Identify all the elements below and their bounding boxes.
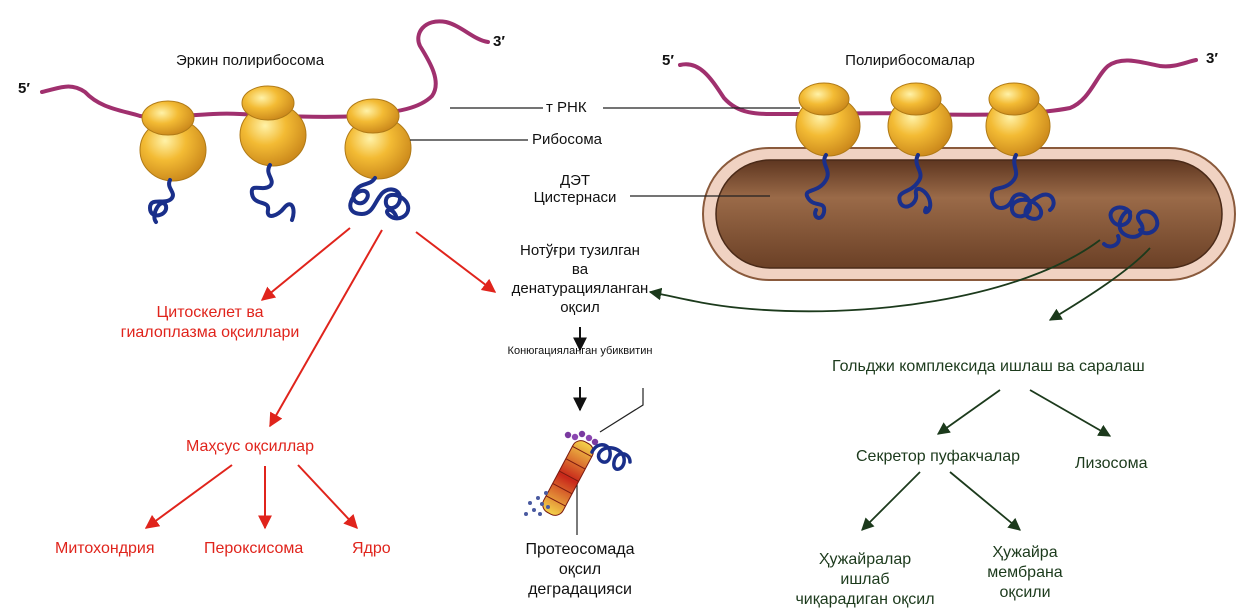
secreted-line2: ишлаб: [775, 570, 955, 590]
protein-chain-1: [150, 180, 173, 222]
free-polyribosome-title: Эркин полирибосома: [140, 52, 360, 69]
membrane-protein-label: Ҳужайра мембрана оқсили: [965, 543, 1085, 603]
ribosome-4: [796, 83, 860, 156]
golgi-processing-label: Гольджи комплексида ишлаш ва саралаш: [832, 358, 1145, 376]
ribosome-label: Рибосома: [532, 131, 602, 148]
arrow-secretory-to-membrane: [950, 472, 1020, 530]
peroxisome-label: Пероксисома: [204, 540, 303, 558]
five-prime-right: 5′: [662, 52, 674, 69]
ribosome-6: [986, 83, 1050, 156]
ribosome-group-left: [140, 86, 411, 181]
three-prime-right: 3′: [1206, 50, 1218, 67]
red-arrows: [146, 228, 495, 528]
lysosome-label: Лизосома: [1075, 455, 1147, 473]
misfolded-line3: денатурацияланган: [480, 279, 680, 298]
polyribosomes-title: Полирибосомалар: [795, 52, 1025, 69]
ubiquitin-label: Конюгацияланган убиквитин: [478, 345, 682, 358]
secreted-line1: Ҳужайралар: [775, 550, 955, 570]
er-label-line2: Цистернаси: [520, 189, 630, 206]
membrane-line1: Ҳужайра: [965, 543, 1085, 563]
ribosome-1: [140, 101, 206, 181]
misfolded-line1: Нотўғри тузилган: [480, 241, 680, 260]
arrow-to-mitochondria: [146, 465, 232, 528]
green-arrows: [650, 240, 1150, 530]
nucleus-label: Ядро: [352, 540, 391, 558]
cytoskeleton-proteins-label: Цитоскелет ва гиалоплазма оқсиллари: [115, 303, 305, 343]
er-label-line1: ДЭТ: [520, 172, 630, 189]
secreted-line3: чиқарадиган оқсил: [775, 590, 955, 610]
three-prime-left: 3′: [493, 33, 505, 50]
arrow-secretory-to-secreted: [862, 472, 920, 530]
membrane-line3: оқсили: [965, 583, 1085, 603]
ribosome-5: [888, 83, 952, 156]
misfolded-protein-label: Нотўғри тузилган ва денатурацияланган оқ…: [480, 241, 680, 317]
arrow-golgi-to-secretory: [938, 390, 1000, 434]
ribosome-2: [240, 86, 306, 166]
membrane-line2: мембрана: [965, 563, 1085, 583]
misfolded-line2: ва: [480, 260, 680, 279]
mitochondria-label: Митохондрия: [55, 540, 155, 558]
er-label: ДЭТ Цистернаси: [520, 172, 630, 207]
arrow-to-cytoskeleton: [262, 228, 350, 300]
secretory-vesicles-label: Секретор пуфакчалар: [856, 448, 1020, 466]
arrow-to-nucleus: [298, 465, 357, 528]
five-prime-left: 5′: [18, 80, 30, 97]
protein-chain-3: [350, 178, 408, 218]
degraded-protein-chain: [592, 445, 630, 469]
proteasome-line2: оқсил: [500, 560, 660, 580]
misfolded-line4: оқсил: [480, 298, 680, 317]
leader-ubiquitin: [600, 388, 643, 432]
proteasome-line1: Протеосомада: [500, 540, 660, 560]
secreted-protein-label: Ҳужайралар ишлаб чиқарадиган оқсил: [775, 550, 955, 610]
mrna-label: т РНК: [546, 99, 587, 116]
ribosome-group-right: [796, 83, 1050, 156]
protein-chain-2: [252, 165, 294, 220]
proteasome-line3: деградацияси: [500, 580, 660, 600]
arrow-golgi-to-lysosome: [1030, 390, 1110, 436]
special-proteins-label: Маҳсус оқсиллар: [186, 438, 314, 456]
proteasome-degradation-label: Протеосомада оқсил деградацияси: [500, 540, 660, 600]
